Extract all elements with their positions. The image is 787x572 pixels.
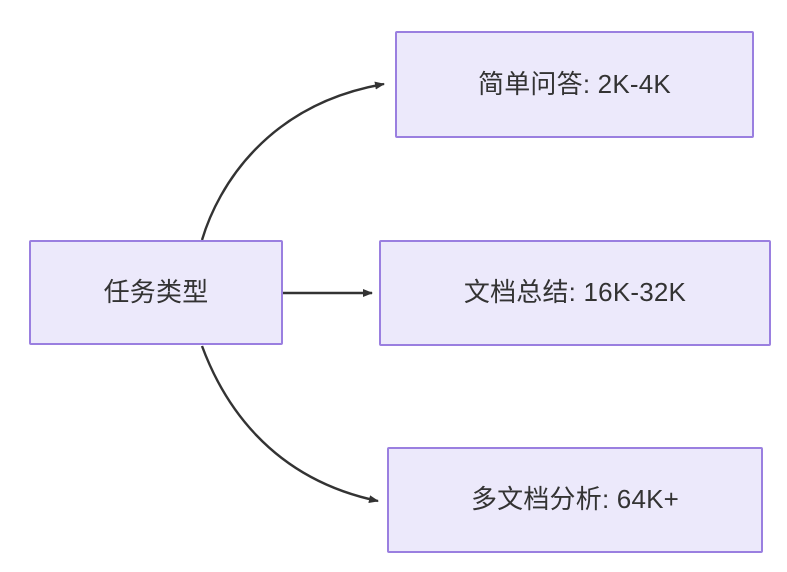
edge-root-to-simple-qa [200,81,385,241]
node-root[interactable]: 任务类型 [29,240,283,345]
node-doc-summary[interactable]: 文档总结: 16K-32K [379,240,771,346]
node-doc-summary-label: 文档总结: 16K-32K [463,277,687,308]
edge-root-to-multi-doc [200,345,379,504]
node-simple-qa[interactable]: 简单问答: 2K-4K [395,31,754,138]
node-multi-doc[interactable]: 多文档分析: 64K+ [387,447,763,553]
node-multi-doc-label: 多文档分析: 64K+ [470,484,680,515]
node-root-label: 任务类型 [103,276,209,307]
node-simple-qa-label: 简单问答: 2K-4K [478,68,671,99]
